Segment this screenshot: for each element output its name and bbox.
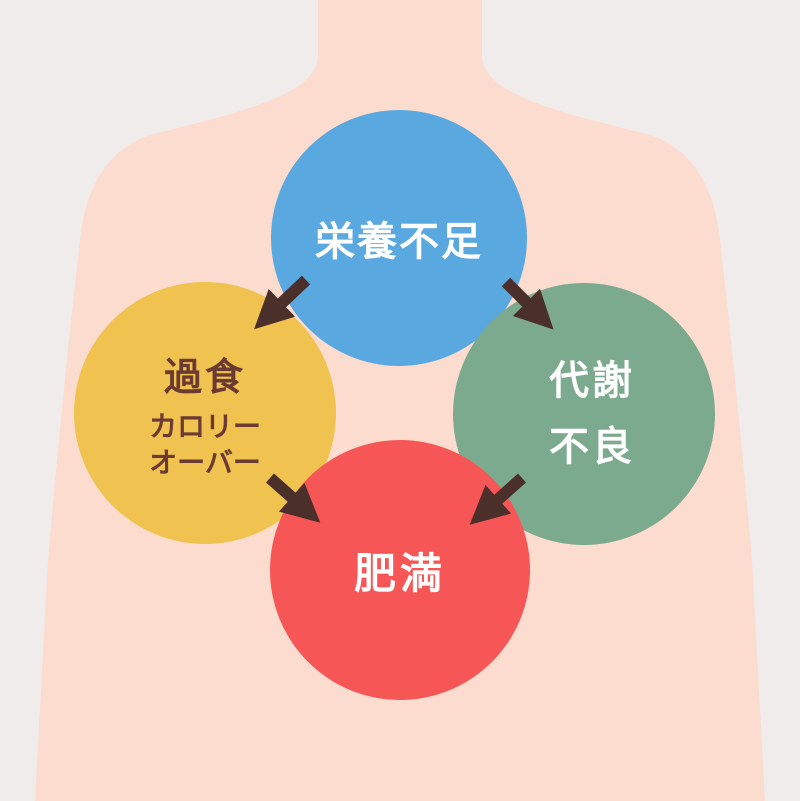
node-label-over: オーバー xyxy=(149,445,261,479)
torso-shape xyxy=(35,0,765,801)
node-label-overeating: 過食 xyxy=(163,354,246,399)
node-label-obesity: 肥満 xyxy=(353,548,446,598)
node-nutrition-deficiency: 栄養不足 xyxy=(271,110,527,366)
node-label-calorie: カロリー xyxy=(148,409,261,443)
node-label-metabolism: 代謝 xyxy=(549,358,635,404)
node-label-poor: 不良 xyxy=(549,424,635,470)
node-obesity: 肥満 xyxy=(270,440,530,700)
node-label-nutrition-deficiency: 栄養不足 xyxy=(315,219,483,265)
